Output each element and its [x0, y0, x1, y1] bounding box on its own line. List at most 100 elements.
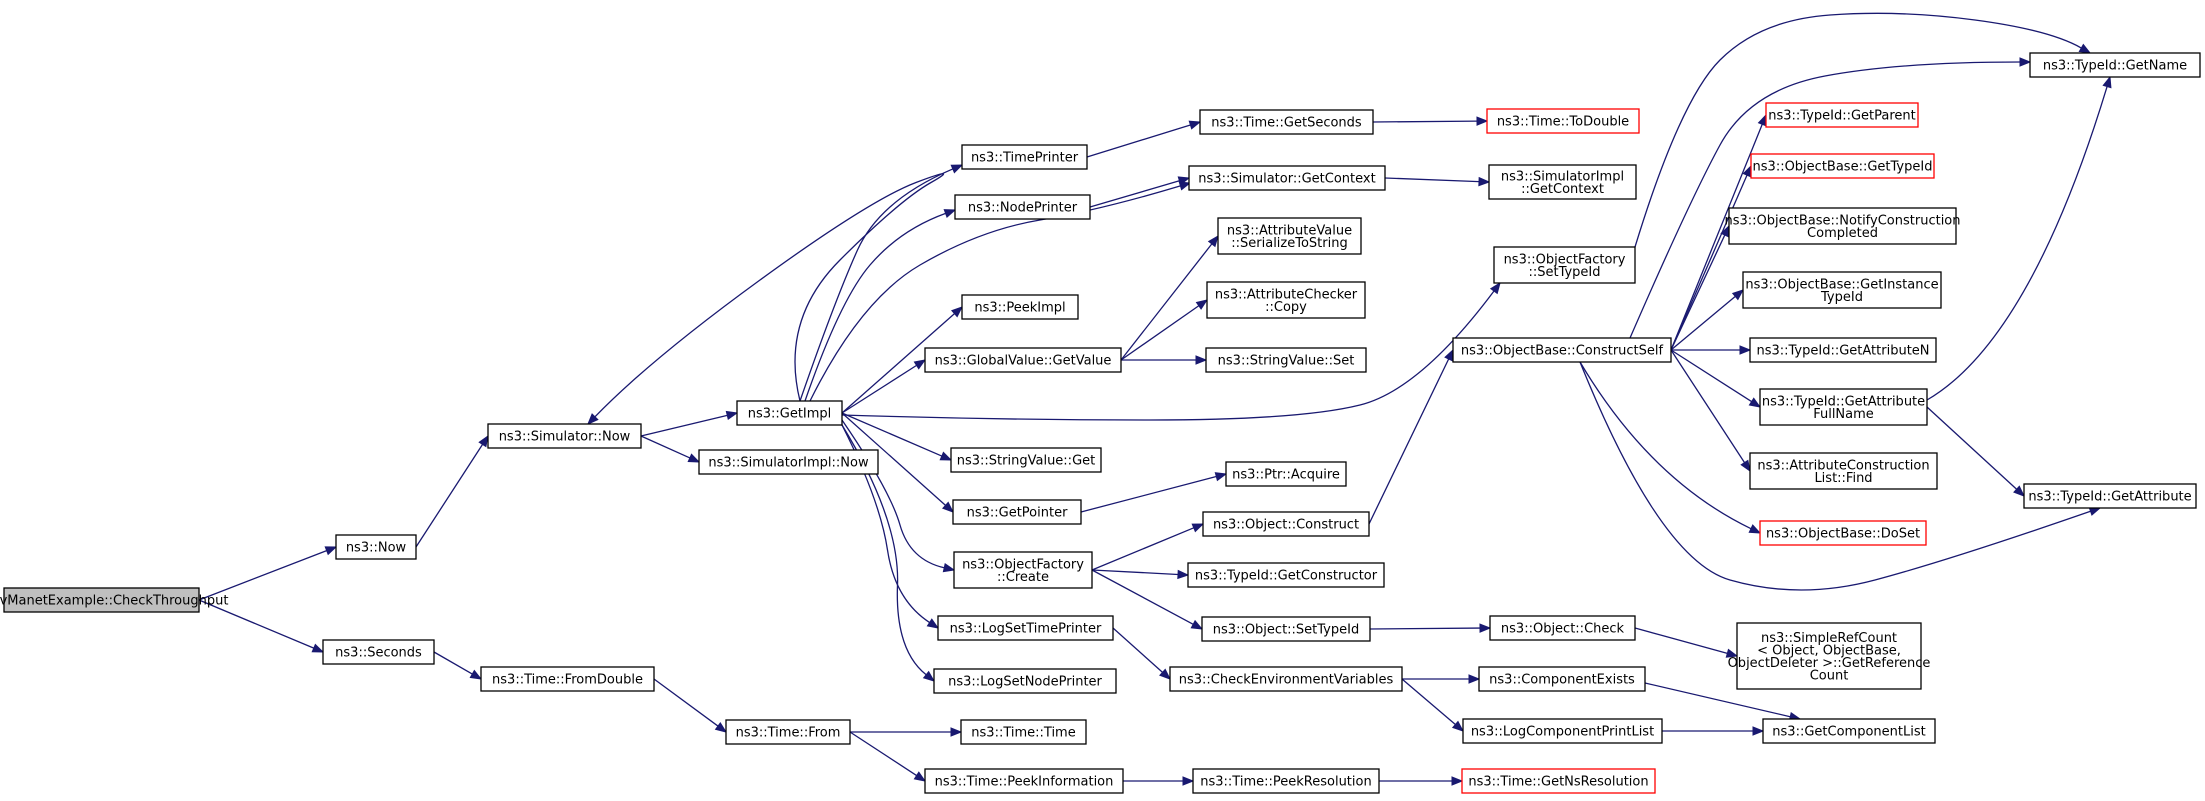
node-ns3-time-time[interactable]: ns3::Time::Time: [960, 719, 1087, 745]
node-ns3-objectbase-doset[interactable]: ns3::ObjectBase::DoSet: [1759, 520, 1927, 546]
node-ns3-ptr-acquire[interactable]: ns3::Ptr::Acquire: [1225, 461, 1347, 487]
node-ns3-simulatorimpl-getcontext[interactable]: ns3::SimulatorImpl::GetContext: [1488, 164, 1637, 200]
node-ns3-simulator-now[interactable]: ns3::Simulator::Now: [487, 423, 642, 449]
node-ns3-time-fromdouble[interactable]: ns3::Time::FromDouble: [480, 666, 655, 692]
node-ns3-getimpl[interactable]: ns3::GetImpl: [736, 400, 843, 426]
edge-line: [841, 313, 955, 414]
node-ns3-objectfactory-create[interactable]: ns3::ObjectFactory::Create: [953, 551, 1093, 589]
edge-arrowhead: [1444, 348, 1454, 362]
edge-gvgetvalue-to-svset: [1121, 355, 1208, 365]
node-box: [1192, 768, 1380, 794]
node-ns3-typeid-getconstructor[interactable]: ns3::TypeId::GetConstructor: [1187, 562, 1385, 588]
node-ns3-object-construct[interactable]: ns3::Object::Construct: [1202, 511, 1370, 537]
node-label: ns3::Time::Time: [971, 726, 1075, 741]
node-ns3-typeid-getattribute[interactable]: ns3::TypeId::GetAttribute: [2023, 483, 2197, 509]
node-label: FullName: [1813, 407, 1874, 422]
node-ns3-logsetnodeprinter[interactable]: ns3::LogSetNodePrinter: [933, 668, 1117, 694]
node-ns3-time-getnsresolution[interactable]: ns3::Time::GetNsResolution: [1461, 768, 1656, 794]
node-ns3-stringvalue-get[interactable]: ns3::StringValue::Get: [950, 447, 1102, 473]
edge-arrowhead: [926, 618, 940, 629]
node-box: [736, 400, 843, 426]
node-label: ns3::ObjectBase::GetInstance: [1745, 277, 1938, 292]
edge-arrowhead: [1191, 523, 1205, 533]
node-ns3-attributevalue-serializetostring[interactable]: ns3::AttributeValue::SerializeToString: [1217, 217, 1362, 255]
node-ns3-time-todouble[interactable]: ns3::Time::ToDouble: [1486, 108, 1640, 134]
node-label: ::GetContext: [1521, 182, 1604, 197]
node-label: ns3::TypeId::GetAttribute: [1762, 394, 1925, 409]
edge-line: [1670, 234, 1726, 351]
node-ns3-simulatorimpl-now[interactable]: ns3::SimulatorImpl::Now: [698, 449, 879, 475]
node-label: ns3::Time::GetNsResolution: [1468, 775, 1648, 790]
node-ns3-timeprinter[interactable]: ns3::TimePrinter: [961, 144, 1088, 170]
edge-line: [841, 412, 943, 457]
edge-objconstruct-to-constructself: [1368, 348, 1454, 525]
node-ns3-objectfactory-settypeid[interactable]: ns3::ObjectFactory::SetTypeId: [1493, 246, 1636, 284]
node-label: List::Find: [1814, 471, 1872, 486]
node-ns3-typeid-getparent[interactable]: ns3::TypeId::GetParent: [1765, 102, 1919, 128]
node-label: ns3::TypeId::GetParent: [1768, 109, 1916, 124]
edges-layer: [198, 12, 2112, 786]
edge-constructself-to-obgetinst: [1670, 289, 1745, 351]
edge-constructself-to-obgettypeid: [1670, 164, 1752, 351]
node-ns3-objectbase-constructself[interactable]: ns3::ObjectBase::ConstructSelf: [1452, 337, 1672, 363]
node-ns3-typeid-getattributen[interactable]: ns3::TypeId::GetAttributeN: [1749, 337, 1937, 363]
node-ns3-getpointer[interactable]: ns3::GetPointer: [952, 499, 1082, 525]
node-ns3-objectbase-gettypeid[interactable]: ns3::ObjectBase::GetTypeId: [1750, 153, 1935, 179]
node-ns3-time-getseconds[interactable]: ns3::Time::GetSeconds: [1199, 109, 1374, 135]
edge-line: [1120, 243, 1213, 361]
node-label: ns3::LogComponentPrintList: [1471, 725, 1654, 740]
node-label: Count: [1810, 668, 1849, 683]
edge-line: [1384, 177, 1480, 183]
node-ns3-globalvalue-getvalue[interactable]: ns3::GlobalValue::GetValue: [924, 347, 1122, 373]
node-ns3-logcomponentprintlist[interactable]: ns3::LogComponentPrintList: [1462, 718, 1663, 744]
node-ns3-attributechecker-copy[interactable]: ns3::AttributeChecker::Copy: [1206, 281, 1366, 319]
edge-line: [1091, 569, 1179, 576]
node-ns3-simplerefcount-object-objectbase-objectdeleter-getreference-count[interactable]: ns3::SimpleRefCount< Object, ObjectBase,…: [1728, 622, 1931, 690]
edge-line: [1091, 569, 1194, 625]
node-box: [1765, 102, 1919, 128]
node-ns3-checkenvironmentvariables[interactable]: ns3::CheckEnvironmentVariables: [1169, 666, 1403, 692]
node-ns3-logsettimeprinter[interactable]: ns3::LogSetTimePrinter: [937, 615, 1114, 641]
edge-line: [1368, 358, 1450, 525]
edge-line: [1670, 124, 1763, 351]
node-box: [1749, 337, 1937, 363]
node-ns3-nodeprinter[interactable]: ns3::NodePrinter: [954, 194, 1091, 220]
node-box: [953, 551, 1093, 589]
node-ns3-componentexists[interactable]: ns3::ComponentExists: [1478, 666, 1646, 692]
node-ns3-peekimpl[interactable]: ns3::PeekImpl: [961, 294, 1079, 320]
node-ns3-time-from[interactable]: ns3::Time::From: [725, 719, 851, 745]
node-label: ns3::ObjectBase::NotifyConstruction: [1725, 213, 1961, 228]
edge-getimpl-to-ofcreate: [841, 419, 956, 573]
edge-line: [1670, 174, 1748, 351]
node-box: [924, 768, 1124, 794]
node-ns3-object-check[interactable]: ns3::Object::Check: [1489, 615, 1636, 641]
edge-tidgetattrfull-to-tidgetname: [1926, 75, 2112, 401]
node-dsdvmanetexample-checkthroughput[interactable]: DsdvManetExample::CheckThroughput: [0, 587, 228, 613]
node-ns3-stringvalue-set[interactable]: ns3::StringValue::Set: [1205, 347, 1367, 373]
node-box: [698, 449, 879, 475]
node-ns3-simulator-getcontext[interactable]: ns3::Simulator::GetContext: [1188, 165, 1386, 191]
node-ns3-getcomponentlist[interactable]: ns3::GetComponentList: [1762, 718, 1936, 744]
edge-line: [415, 444, 484, 548]
node-ns3-object-settypeid[interactable]: ns3::Object::SetTypeId: [1201, 616, 1371, 642]
edge-line: [841, 424, 927, 676]
node-ns3-seconds[interactable]: ns3::Seconds: [322, 639, 435, 665]
edge-line: [841, 290, 1495, 421]
node-ns3-typeid-getname[interactable]: ns3::TypeId::GetName: [2029, 52, 2201, 78]
node-ns3-time-peekresolution[interactable]: ns3::Time::PeekResolution: [1192, 768, 1380, 794]
node-label: ns3::PeekImpl: [974, 301, 1065, 316]
node-box: [3, 587, 200, 613]
edge-arrowhead: [1748, 397, 1762, 408]
node-ns3-objectbase-notifyconstruction-completed[interactable]: ns3::ObjectBase::NotifyConstructionCompl…: [1725, 207, 1961, 245]
edge-constructself-to-tidgetattrn: [1671, 345, 1752, 355]
node-label: ns3::GetComponentList: [1772, 725, 1925, 740]
node-box: [937, 615, 1114, 641]
edge-getpointer-to-ptracquire: [1080, 472, 1228, 513]
node-ns3-now[interactable]: ns3::Now: [335, 534, 417, 560]
node-ns3-time-peekinformation[interactable]: ns3::Time::PeekInformation: [924, 768, 1124, 794]
edge-line: [1926, 86, 2108, 401]
node-box: [1202, 511, 1370, 537]
